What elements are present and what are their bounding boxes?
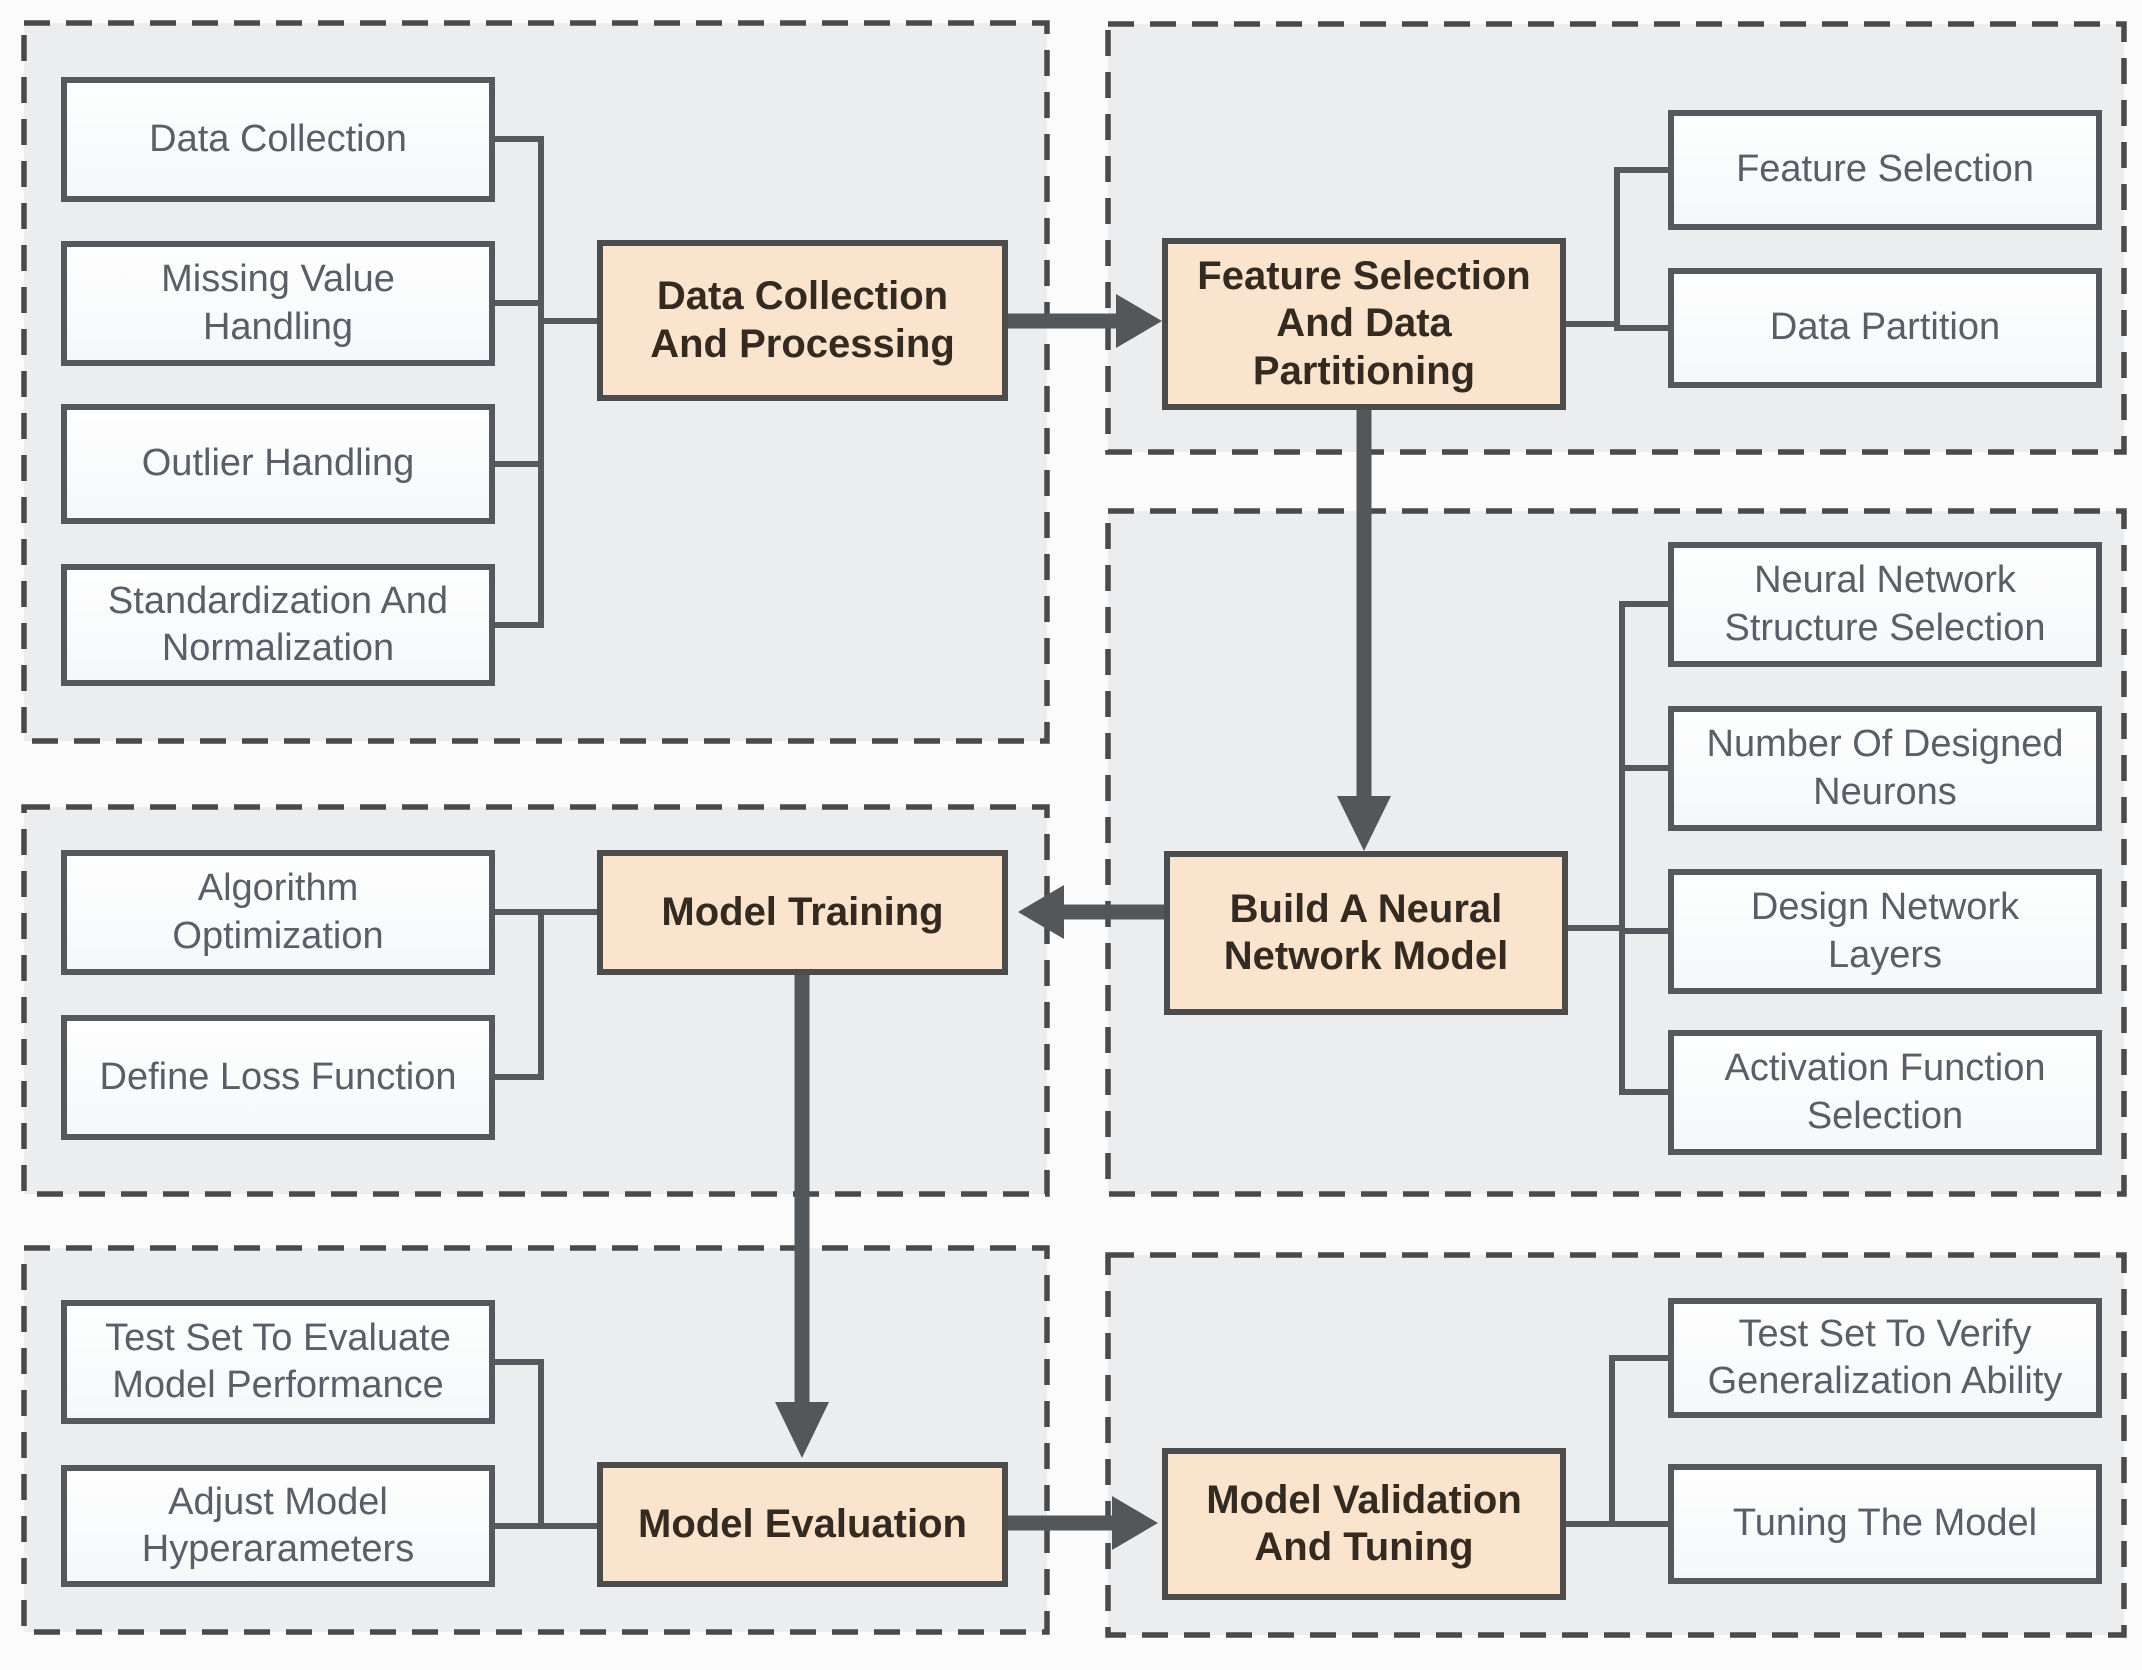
arrow-feature-selection-to-build-model xyxy=(1337,410,1391,851)
task-test-set-to-verify-generalization-ability: Test Set To Verify Generalization Abilit… xyxy=(1668,1298,2102,1418)
connector-data-collection-group xyxy=(495,136,599,628)
arrow-processing-to-feature-selection xyxy=(1008,294,1162,348)
arrow-build-model-to-model-training xyxy=(1018,885,1164,939)
task-standardization-and-normalization: Standardization And Normalization xyxy=(61,564,495,686)
task-data-partition: Data Partition xyxy=(1668,268,2102,388)
stage-model-training: Model Training xyxy=(597,850,1008,975)
arrow-model-training-to-model-evaluation xyxy=(775,975,829,1458)
connector-model-evaluation-group xyxy=(495,1359,599,1529)
stage-data-collection-and-processing: Data Collection And Processing xyxy=(597,240,1008,401)
connector-model-training-group xyxy=(495,909,599,1080)
task-neural-network-structure-selection: Neural Network Structure Selection xyxy=(1668,542,2102,667)
connector-build-model-group xyxy=(1568,601,1670,1095)
flow-arrows xyxy=(775,294,1391,1550)
task-missing-value-handling: Missing Value Handling xyxy=(61,241,495,366)
stage-build-a-neural-network-model: Build A Neural Network Model xyxy=(1164,851,1568,1015)
stage-model-evaluation: Model Evaluation xyxy=(597,1462,1008,1587)
task-test-set-to-evaluate-model-performance: Test Set To Evaluate Model Performance xyxy=(61,1300,495,1424)
stage-feature-selection-and-data-partitioning: Feature Selection And Data Partitioning xyxy=(1162,238,1566,410)
task-feature-selection: Feature Selection xyxy=(1668,110,2102,230)
task-algorithm-optimization: Algorithm Optimization xyxy=(61,850,495,975)
task-data-collection: Data Collection xyxy=(61,77,495,202)
connectors xyxy=(495,136,1670,1529)
connector-model-validation-group xyxy=(1566,1355,1670,1527)
arrow-model-evaluation-to-model-validation xyxy=(1008,1496,1158,1550)
task-adjust-model-hyperarameters: Adjust Model Hyperarameters xyxy=(61,1465,495,1587)
task-tuning-the-model: Tuning The Model xyxy=(1668,1464,2102,1584)
task-activation-function-selection: Activation Function Selection xyxy=(1668,1030,2102,1155)
task-outlier-handling: Outlier Handling xyxy=(61,404,495,524)
stage-model-validation-and-tuning: Model Validation And Tuning xyxy=(1162,1448,1566,1600)
connector-feature-selection-group xyxy=(1566,167,1670,331)
task-define-loss-function: Define Loss Function xyxy=(61,1015,495,1140)
task-number-of-designed-neurons: Number Of Designed Neurons xyxy=(1668,706,2102,831)
task-design-network-layers: Design Network Layers xyxy=(1668,869,2102,994)
